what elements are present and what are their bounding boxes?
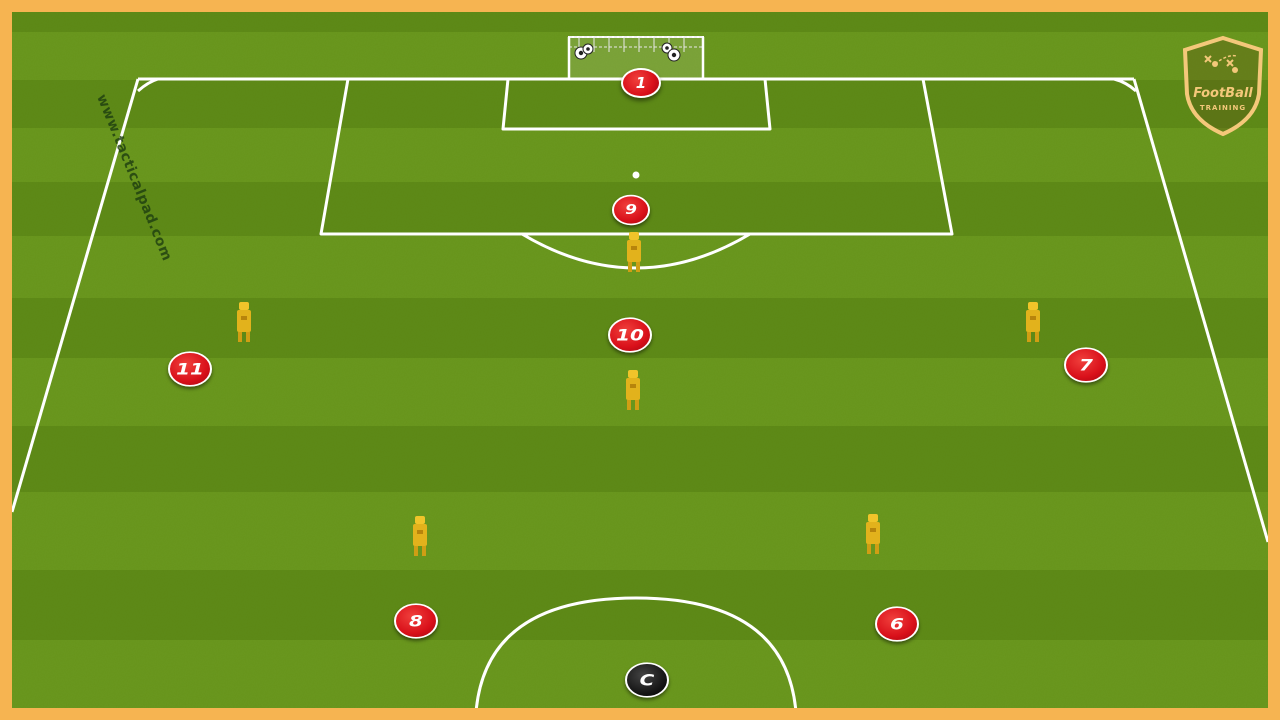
corner-arc-left: [136, 77, 159, 93]
mannequin-icon: [864, 514, 882, 554]
logo-line-2: TRAINING: [1199, 104, 1247, 112]
pitch: www.tacticalpad.com 1 9 10 11 7 8 6 C: [12, 12, 1268, 708]
player-number: 11: [176, 359, 204, 379]
player-8[interactable]: 8: [394, 603, 438, 639]
touchline-right: [1132, 78, 1268, 543]
player-number: 1: [635, 74, 647, 92]
centre-circle: [475, 596, 797, 708]
player-coach[interactable]: C: [625, 662, 669, 698]
mannequin-icon: [624, 370, 642, 410]
logo-line-1: FootBall: [1193, 86, 1253, 101]
ball-icon: [574, 42, 681, 62]
player-goalkeeper[interactable]: 1: [621, 68, 661, 98]
touchline-left: [12, 78, 140, 513]
player-number: 10: [616, 325, 644, 345]
player-number: 8: [409, 611, 423, 631]
player-number: 9: [625, 202, 637, 218]
player-9[interactable]: 9: [612, 194, 650, 226]
player-number: 7: [1079, 355, 1093, 375]
football-training-logo-icon: FootBall TRAINING: [1175, 34, 1268, 138]
player-7[interactable]: 7: [1064, 347, 1108, 383]
player-10[interactable]: 10: [608, 317, 652, 353]
mannequin-icon: [625, 232, 643, 272]
six-yard-box: [501, 78, 772, 131]
mannequin-icon: [235, 302, 253, 342]
player-11[interactable]: 11: [168, 351, 212, 387]
penalty-spot: [632, 171, 640, 179]
mannequin-icon: [411, 516, 429, 556]
mannequin-icon: [1024, 302, 1042, 342]
player-number: C: [639, 670, 655, 690]
corner-arc-right: [1113, 77, 1138, 93]
player-number: 6: [890, 614, 904, 634]
player-6[interactable]: 6: [875, 606, 919, 642]
